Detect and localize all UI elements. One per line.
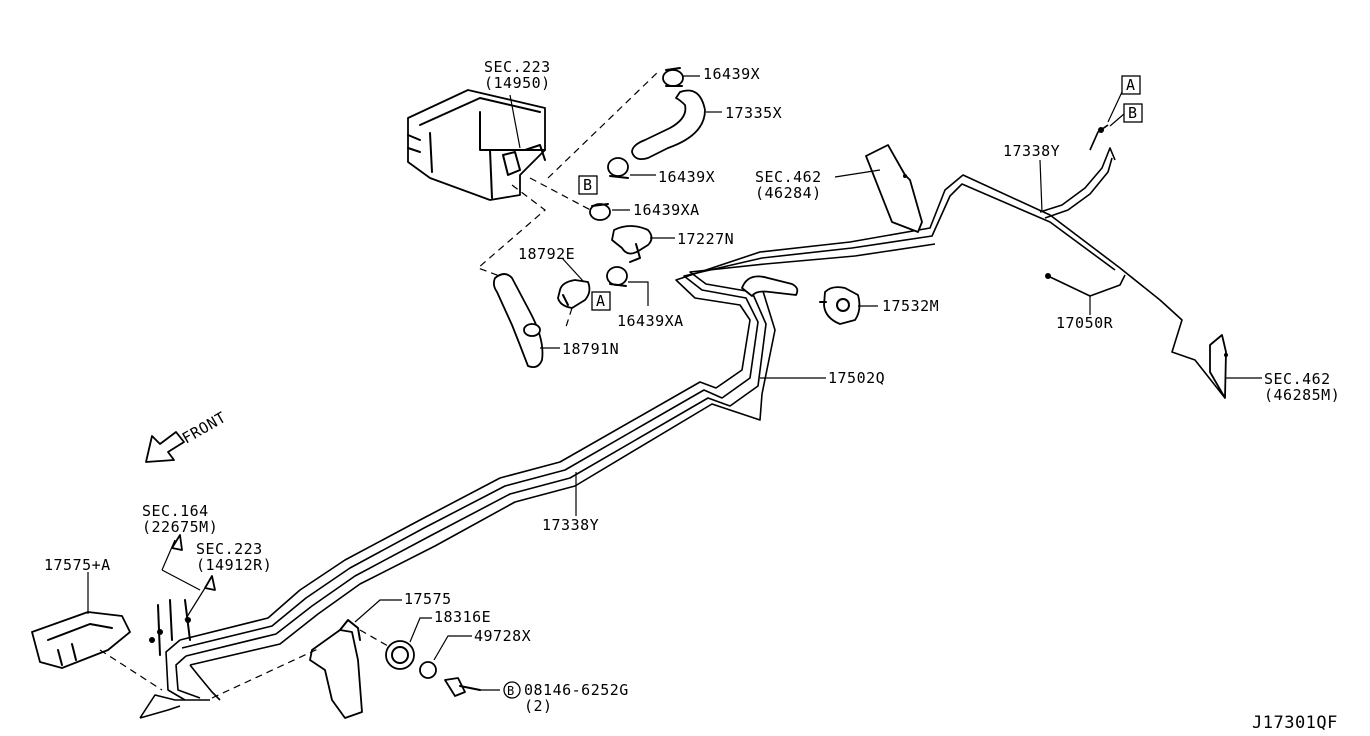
hose-17227n (611, 225, 653, 263)
bracket-sec462-46285m (1209, 334, 1228, 399)
svg-text:A: A (1126, 76, 1136, 94)
hose-18791n (492, 273, 544, 369)
label-16439x-2: 16439X (658, 168, 715, 186)
label-sec223-top: SEC.223 (484, 58, 551, 76)
clip-49728x (419, 661, 437, 679)
label-sec164-code: (22675M) (142, 518, 218, 536)
label-17575a: 17575+A (44, 556, 111, 574)
tube-17050r (1045, 273, 1126, 297)
fitting-17532m (819, 286, 861, 325)
label-sec223-bot: SEC.223 (196, 540, 263, 558)
label-17575: 17575 (404, 590, 452, 608)
hose-17335x (631, 89, 706, 161)
label-sec223-bot-code: (14912R) (196, 556, 272, 574)
svg-text:B: B (507, 684, 515, 698)
hose-to-17532m (741, 275, 799, 297)
label-sec462-b: SEC.462 (1264, 370, 1331, 388)
dashed-line-canister-to-18791n (476, 184, 546, 279)
label-sec462-a: SEC.462 (755, 168, 822, 186)
clamp-16439x-lower (607, 157, 629, 179)
connector-sec164 (161, 534, 201, 591)
label-sec462-a-code: (46284) (755, 184, 822, 202)
bracket-sec462-46284 (865, 144, 923, 233)
ref-box-a-lower: A (591, 291, 611, 311)
bracket-17575a (31, 611, 131, 669)
dashed-line-canister-to-hose (547, 69, 661, 179)
diagram-code: J17301QF (1252, 713, 1338, 733)
label-17338y-mid: 17338Y (542, 516, 599, 534)
label-front: FRONT (179, 408, 229, 447)
clamp-16439xa-lower (606, 266, 628, 287)
valve-18792e (557, 279, 591, 309)
connector-sec223-bottom (184, 575, 216, 621)
clamp-16439x-top (662, 67, 684, 87)
circled-b-icon: B (503, 681, 521, 699)
label-18316e: 18316E (434, 608, 491, 626)
fuel-tube-bundle-17338y (139, 174, 1226, 719)
label-17532m: 17532M (882, 297, 939, 315)
label-08146: 08146-6252G (524, 681, 629, 699)
svg-text:B: B (583, 176, 593, 194)
label-17335x: 17335X (725, 104, 782, 122)
evap-canister (407, 89, 546, 201)
label-17227n: 17227N (677, 230, 734, 248)
label-16439x-1: 16439X (703, 65, 760, 83)
label-sec462-b-code: (46285M) (1264, 386, 1340, 404)
label-17502q: 17502Q (828, 369, 885, 387)
label-sec223-top-code: (14950) (484, 74, 551, 92)
label-18791n: 18791N (562, 340, 619, 358)
label-08146-qty: (2) (524, 697, 553, 715)
ref-box-a-right: A (1121, 75, 1141, 95)
tube-17338y-branch (1039, 124, 1116, 219)
ref-box-b-upper: B (578, 175, 598, 195)
front-arrow-icon (145, 431, 185, 463)
grommet-18316e (385, 640, 415, 670)
svg-text:A: A (596, 292, 606, 310)
label-16439xa-1: 16439XA (633, 201, 700, 219)
bracket-17575 (309, 619, 363, 719)
label-sec164: SEC.164 (142, 502, 209, 520)
label-18792e: 18792E (518, 245, 575, 263)
ref-box-b-right: B (1123, 103, 1143, 123)
bolt-08146 (444, 677, 481, 697)
label-17338y-top: 17338Y (1003, 142, 1060, 160)
clamp-16439xa-upper (589, 203, 611, 221)
label-17050r: 17050R (1056, 314, 1114, 332)
dashed-line-canister-to-clamp (529, 177, 601, 216)
svg-text:B: B (1128, 104, 1138, 122)
leader-sec223-top (509, 94, 521, 149)
label-49728x: 49728X (474, 627, 531, 645)
label-16439xa-2: 16439XA (617, 312, 684, 330)
